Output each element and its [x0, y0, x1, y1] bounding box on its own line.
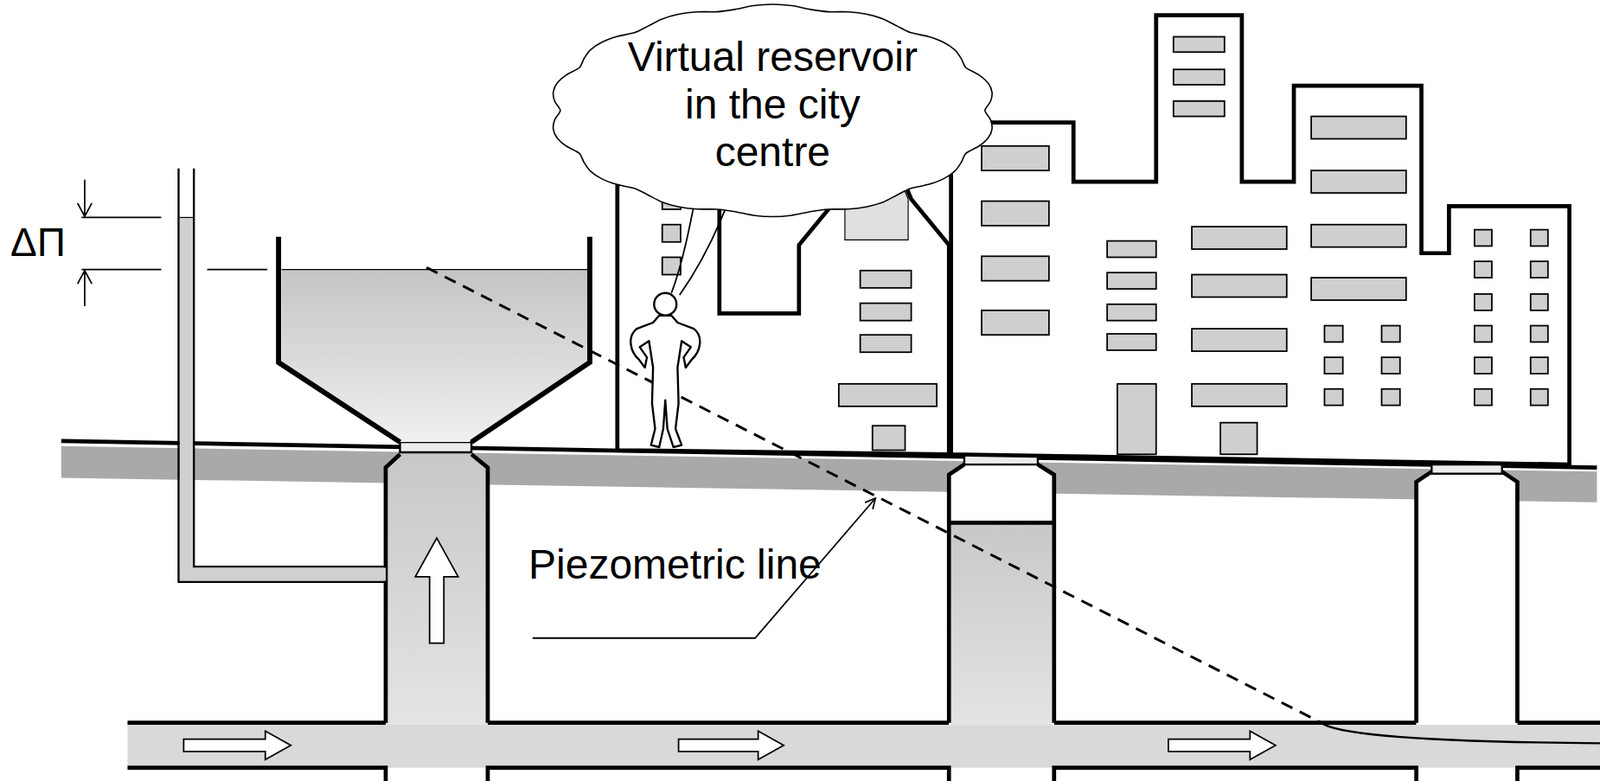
dimension-label: ΔΠ [10, 219, 66, 266]
window [1173, 69, 1225, 85]
main-pipe [127, 723, 1600, 768]
window [1311, 116, 1407, 140]
window [981, 256, 1050, 281]
shaft [948, 464, 1055, 725]
window [860, 334, 912, 352]
person [653, 293, 677, 316]
window [1324, 389, 1343, 406]
shaft [1431, 464, 1502, 474]
piezometer-tube [178, 168, 386, 583]
flow-arrow [183, 730, 1275, 760]
flow-arrow [678, 730, 785, 760]
shaft [1416, 471, 1518, 725]
piezometric-line [1321, 723, 1600, 744]
reservoir [278, 236, 400, 442]
piezometer-tube [179, 217, 193, 218]
window [1107, 333, 1157, 351]
reservoir [471, 236, 590, 442]
window [1474, 326, 1492, 343]
shaft [951, 522, 1053, 725]
window [1311, 170, 1407, 193]
piezometric-line [426, 267, 1600, 743]
building [617, 15, 1570, 465]
dimension-lines [77, 179, 268, 307]
dimension-lines [83, 179, 86, 216]
window [981, 201, 1050, 226]
window [1107, 272, 1157, 289]
window [1191, 275, 1287, 298]
person [630, 315, 700, 448]
dimension-lines [77, 270, 93, 284]
window [1474, 357, 1492, 374]
window [1530, 261, 1549, 278]
flow-arrow [1168, 730, 1276, 760]
person [630, 293, 700, 448]
main-pipe [127, 723, 1600, 781]
window [1107, 241, 1157, 258]
reservoir [278, 236, 590, 442]
line-label: Piezometric line [528, 540, 822, 589]
piezometric-line [426, 267, 1322, 723]
building [951, 15, 1570, 465]
window [1474, 294, 1492, 311]
window [662, 224, 681, 243]
window [1530, 389, 1549, 406]
window [860, 270, 912, 288]
cloud-outline [553, 4, 992, 218]
window [1382, 326, 1401, 343]
window [1474, 230, 1492, 247]
dimension-lines [207, 268, 269, 271]
piezometer-tube [179, 567, 386, 581]
window [1530, 357, 1549, 374]
window [838, 384, 937, 407]
shaft [948, 464, 1055, 724]
window [1173, 36, 1225, 52]
window [1191, 384, 1287, 407]
window [1311, 224, 1407, 248]
window [981, 310, 1050, 335]
window [1474, 389, 1492, 406]
window [872, 425, 906, 450]
dimension-lines [77, 203, 93, 217]
window [1382, 357, 1401, 374]
shaft [385, 454, 488, 723]
window [1107, 304, 1157, 321]
piezometer-tube [179, 217, 193, 581]
dimension-lines [81, 217, 161, 219]
reservoir [281, 269, 589, 442]
speech-bubble: Virtual reservoir in the city centre [546, 1, 999, 220]
dimension-lines [83, 271, 86, 307]
reservoir [281, 268, 589, 270]
flow-arrow [183, 730, 291, 760]
window [1474, 261, 1492, 278]
window [981, 146, 1050, 171]
window [1530, 294, 1549, 311]
main-pipe [127, 768, 1600, 781]
window [1530, 326, 1549, 343]
window [860, 303, 912, 321]
flow-arrow [415, 537, 459, 644]
window [1191, 226, 1287, 250]
window [1324, 326, 1343, 343]
main-pipe [127, 720, 1600, 725]
piezometer-tube [178, 168, 386, 583]
window [1324, 357, 1343, 374]
shaft [385, 454, 488, 725]
shaft [1416, 471, 1518, 723]
window [1382, 389, 1401, 406]
bubble-text: Virtual reservoir in the city centre [624, 32, 922, 177]
window [1173, 101, 1225, 117]
window [1117, 384, 1157, 455]
window [1530, 230, 1549, 247]
window [1191, 328, 1287, 352]
window [1311, 277, 1407, 301]
shaft [400, 441, 473, 453]
shaft [385, 441, 1517, 725]
window [1220, 422, 1257, 455]
dimension-lines [81, 268, 161, 271]
